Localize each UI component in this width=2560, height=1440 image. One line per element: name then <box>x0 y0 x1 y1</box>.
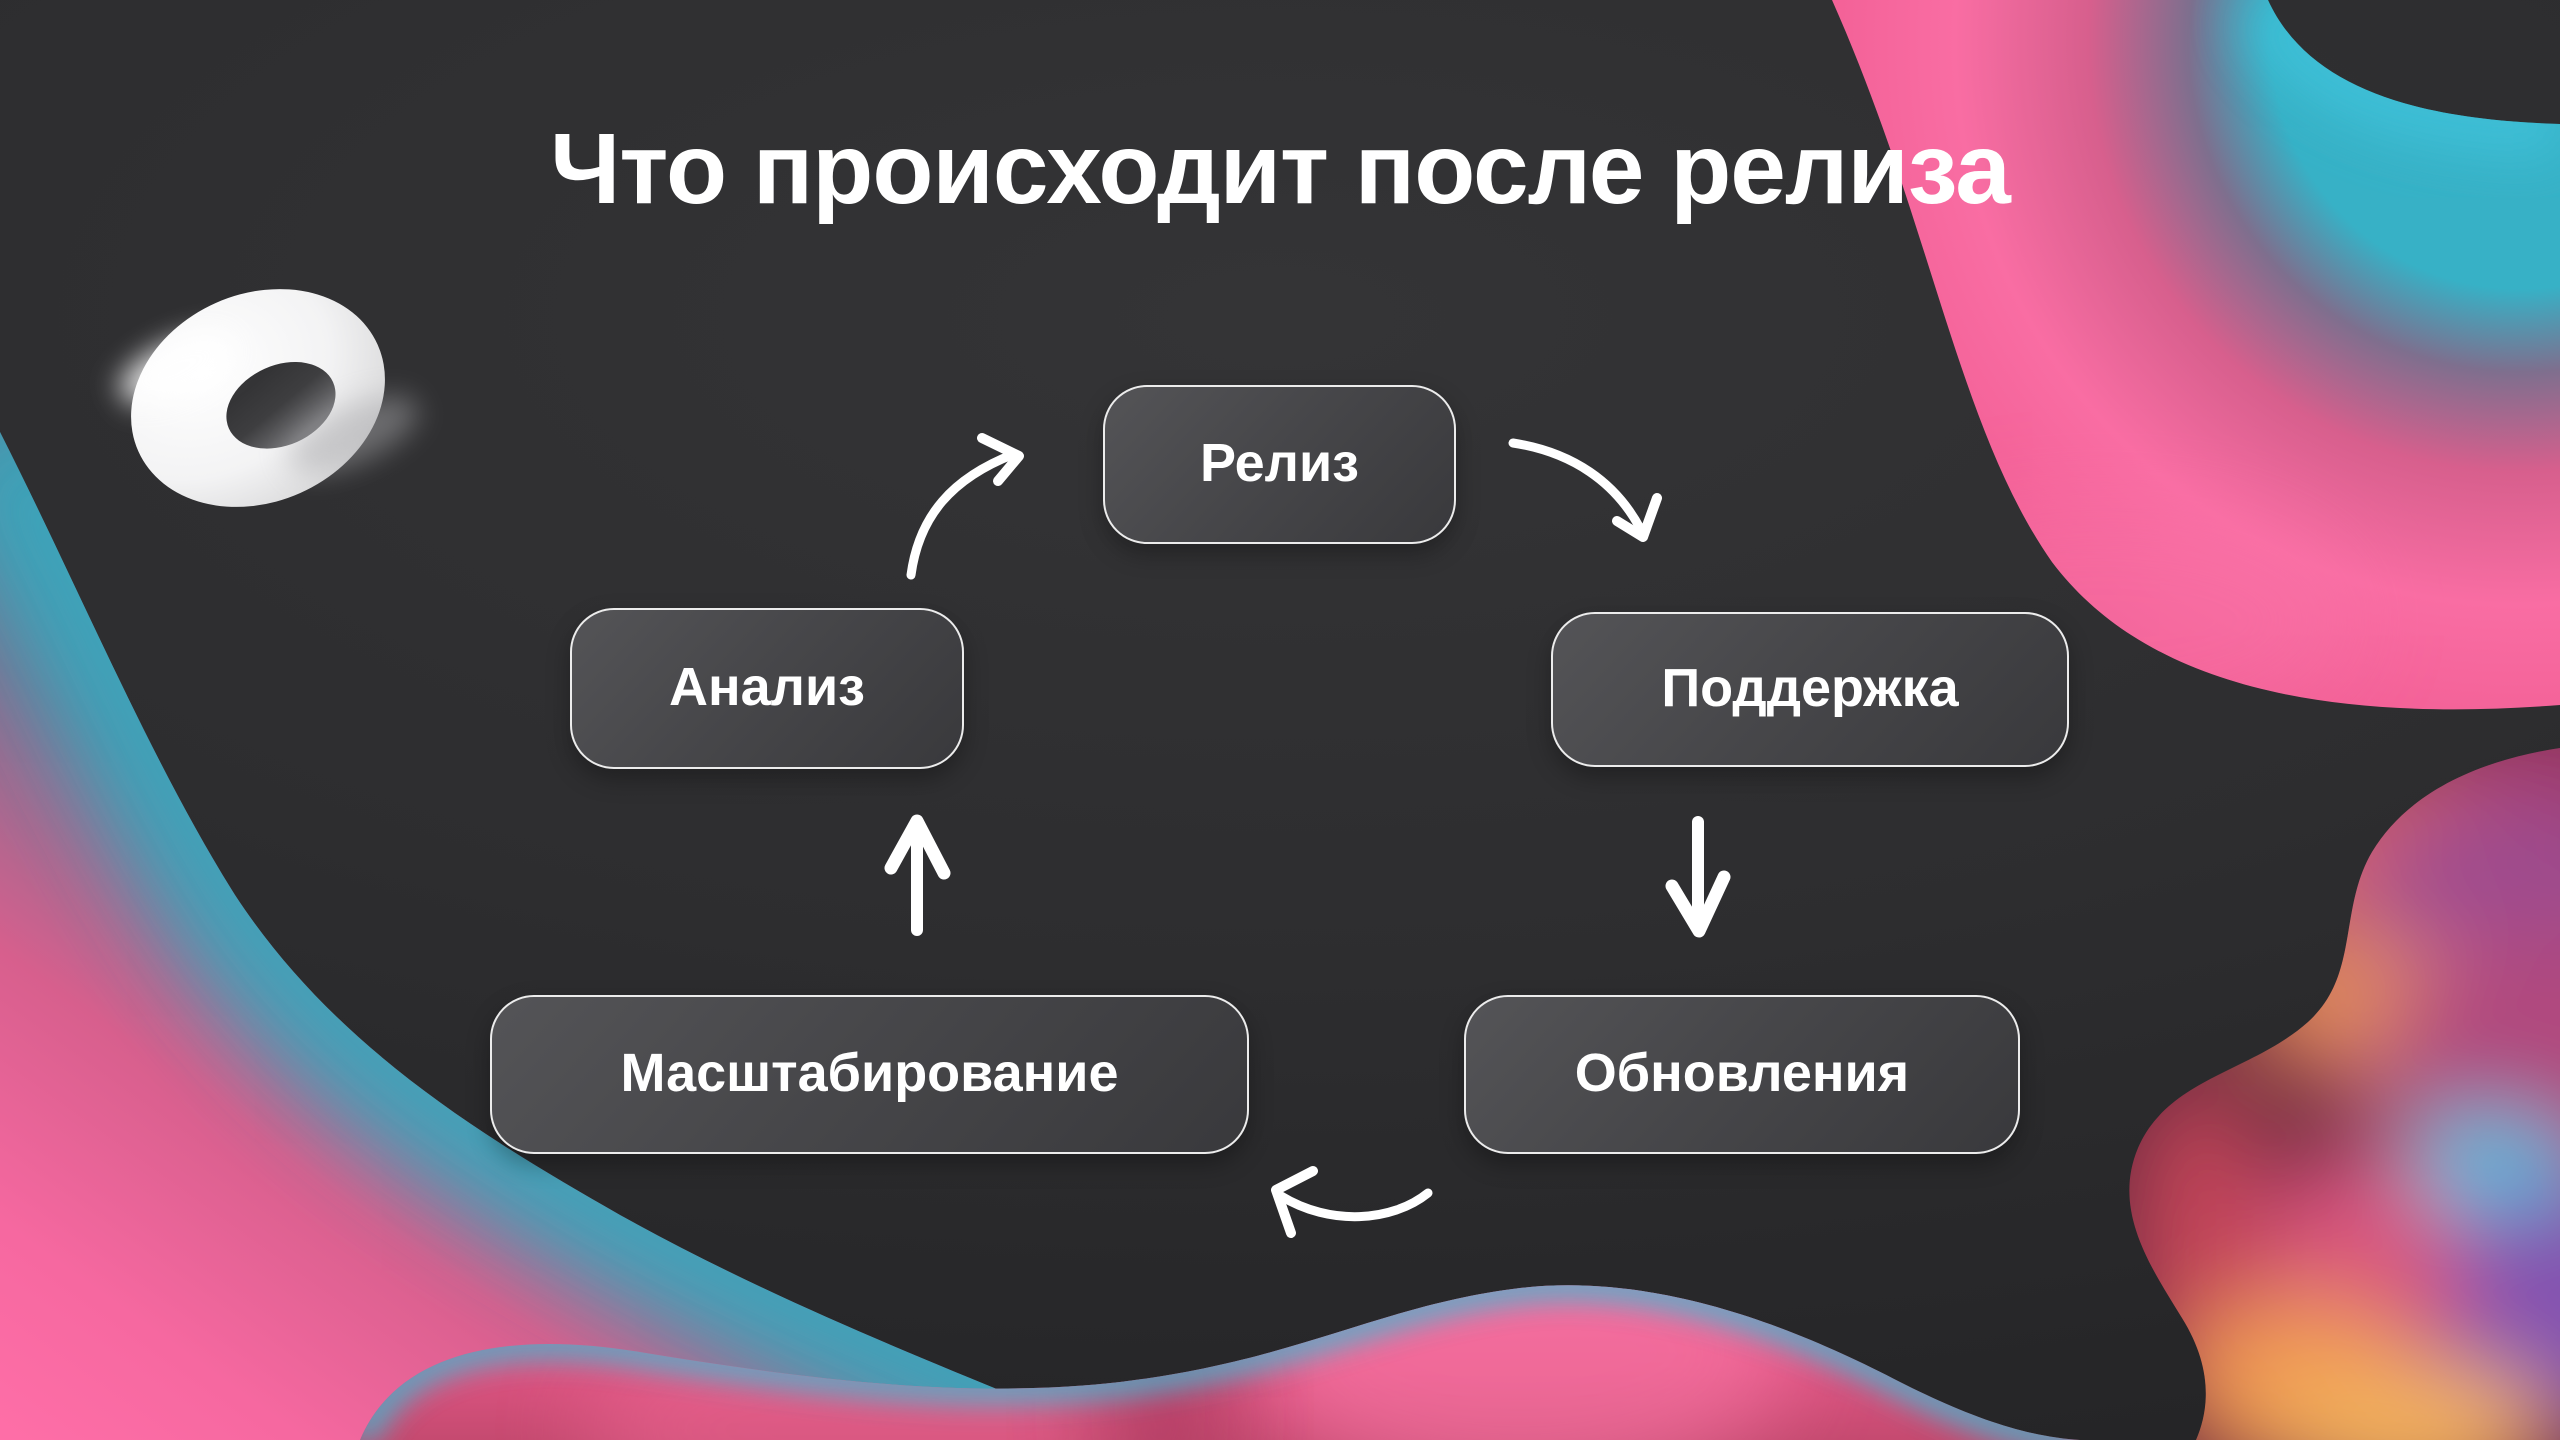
node-updates-label: Обновления <box>1574 1042 1910 1103</box>
page-title: Что происходит после релиза <box>550 113 2011 225</box>
node-scaling-label: Масштабирование <box>620 1042 1119 1103</box>
left-wave-decoration <box>0 432 1120 1440</box>
iridescent-shape-decoration <box>2129 748 2560 1440</box>
node-scaling: Масштабирование <box>490 995 1249 1154</box>
node-release: Релиз <box>1103 385 1456 544</box>
node-analysis-label: Анализ <box>669 656 865 717</box>
torus-decoration <box>119 289 419 507</box>
arrow-scaling-to-analysis <box>884 814 951 936</box>
arrow-support-to-updates <box>1665 816 1731 938</box>
node-updates: Обновления <box>1464 995 2020 1154</box>
bottom-wave-decoration <box>360 1285 2080 1440</box>
arrow-analysis-to-release <box>906 433 1024 580</box>
node-analysis: Анализ <box>570 608 964 769</box>
node-support-label: Поддержка <box>1661 657 1959 718</box>
arrow-release-to-support <box>1508 438 1662 542</box>
arrow-updates-to-scaling <box>1271 1166 1433 1238</box>
node-release-label: Релиз <box>1199 432 1360 493</box>
node-support: Поддержка <box>1551 612 2069 767</box>
